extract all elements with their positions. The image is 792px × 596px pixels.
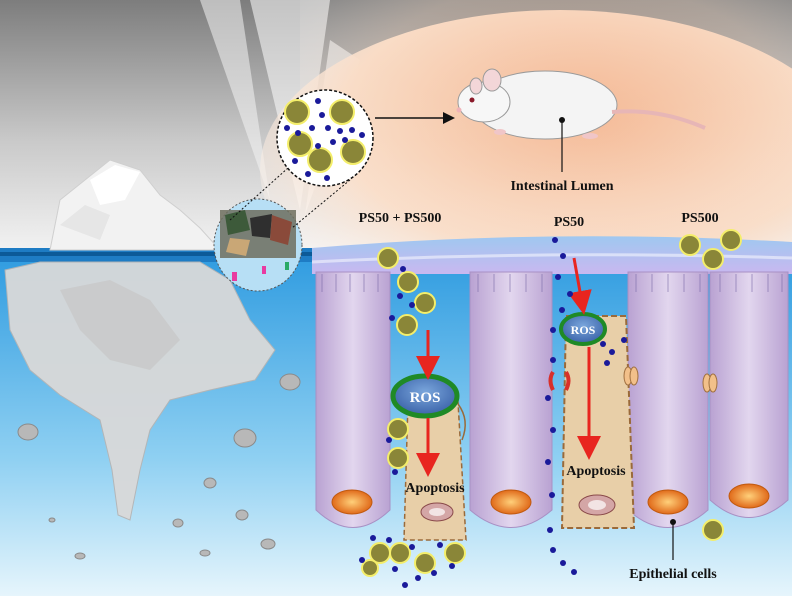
nucleus-1 — [331, 489, 373, 515]
nucleus-4 — [728, 483, 770, 509]
nucleus-2 — [490, 489, 532, 515]
zoom-line-left — [229, 167, 289, 221]
apoptosis-label-mid: Apoptosis — [566, 464, 626, 479]
damaged-cell-mid — [560, 315, 636, 529]
ros-marker-mid: ROS — [559, 312, 607, 346]
group-label-ps50: PS50 — [554, 215, 584, 230]
ros-marker-left: ROS — [390, 373, 460, 419]
mouse-icon — [456, 68, 706, 140]
group-label-ps500: PS500 — [681, 211, 718, 226]
ros-label-mid: ROS — [571, 323, 596, 337]
ros-label-left: ROS — [410, 390, 441, 406]
iceberg-icon — [4, 159, 276, 521]
damaged-cell-left — [403, 397, 467, 541]
apoptosis-label-left: Apoptosis — [405, 481, 465, 496]
group-label-mixed: PS50 + PS500 — [359, 211, 442, 226]
epithelial-cells-label: Epithelial cells — [629, 567, 717, 582]
intestinal-lumen-label: Intestinal Lumen — [510, 179, 613, 194]
arrow-to-ros-mid — [568, 257, 592, 315]
microplastic-sample-icon — [213, 198, 303, 292]
ps500-particles — [361, 229, 742, 577]
ps50-particles — [359, 237, 627, 588]
nucleus-3 — [647, 489, 689, 515]
epithelial-cells — [315, 271, 789, 528]
magnifier-circle — [276, 89, 374, 187]
floating-debris — [17, 373, 301, 560]
zoom-line-right — [291, 179, 351, 229]
tight-junctions — [548, 366, 718, 393]
